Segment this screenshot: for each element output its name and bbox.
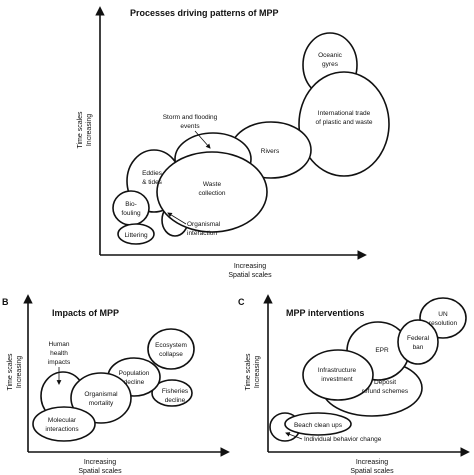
- waste-collection-ellipse: [156, 151, 268, 233]
- infrastructure-investment-label: Infrastructure investment: [318, 367, 357, 383]
- individual-behavior-label: Individual behavior change: [304, 436, 382, 443]
- population-decline-label: Population decline: [119, 370, 150, 386]
- beach-clean-ups-label: Beach clean ups: [294, 422, 343, 429]
- panel-c-y-label-2: Increasing: [254, 356, 261, 388]
- infrastructure-investment-ellipse: [302, 349, 374, 401]
- storm-pointer: [194, 130, 211, 149]
- svg-text:mortality: mortality: [89, 400, 114, 407]
- ecosystem-collapse-label: Ecosystem collapse: [155, 342, 187, 358]
- panel-b-x-label-2: Spatial scales: [78, 468, 122, 475]
- svg-text:Ecosystem: Ecosystem: [155, 342, 187, 349]
- svg-text:International trade: International trade: [318, 110, 371, 117]
- human-health-label: Human health impacts: [48, 341, 71, 366]
- molecular-interactions-label: Molecular interactions: [45, 417, 79, 433]
- svg-text:Oceanic: Oceanic: [318, 52, 343, 59]
- panel-c-letter: C: [238, 297, 245, 307]
- panel-a-y-label-1: Time scales: [77, 111, 84, 149]
- svg-text:fouling: fouling: [121, 210, 141, 217]
- panel-b-y-label-2: Increasing: [16, 356, 23, 388]
- federal-ban-ellipse: [397, 319, 439, 365]
- panel-a-x-label-1: Increasing: [234, 263, 266, 270]
- international-trade-ellipse: [298, 71, 390, 177]
- panel-c-title: MPP interventions: [286, 308, 364, 318]
- fisheries-decline-ellipse: [151, 379, 193, 407]
- littering-label: Littering: [124, 232, 148, 239]
- panel-a: Processes driving patterns of MPP Time s…: [77, 6, 390, 279]
- svg-text:Organismal: Organismal: [187, 221, 221, 228]
- svg-text:Infrastructure: Infrastructure: [318, 367, 357, 374]
- panel-b: B Impacts of MPP Time scales Increasing …: [2, 294, 230, 475]
- svg-text:decline: decline: [165, 397, 186, 404]
- molecular-interactions-ellipse: [32, 406, 96, 442]
- panel-c-x-label-1: Increasing: [356, 459, 388, 466]
- biofouling-ellipse: [112, 190, 150, 226]
- svg-text:Organismal: Organismal: [84, 391, 118, 398]
- panel-c-x-label-2: Spatial scales: [350, 468, 394, 475]
- svg-text:interactions: interactions: [45, 426, 79, 433]
- panel-b-x-label-1: Increasing: [84, 459, 116, 466]
- svg-text:gyres: gyres: [322, 61, 339, 68]
- panel-a-title: Processes driving patterns of MPP: [130, 8, 279, 18]
- waste-collection-label: Waste collection: [198, 181, 225, 197]
- svg-text:decline: decline: [124, 379, 145, 386]
- svg-text:Bio-: Bio-: [125, 201, 137, 208]
- epr-label: EPR: [375, 347, 389, 354]
- organismal-interaction-label: Organismal interaction: [187, 221, 221, 237]
- svg-text:collapse: collapse: [159, 351, 183, 358]
- svg-text:UN: UN: [438, 311, 448, 318]
- svg-text:Eddies: Eddies: [142, 170, 163, 177]
- storm-flooding-label: Storm and flooding events: [163, 114, 218, 130]
- panel-a-y-label-2: Increasing: [86, 114, 93, 146]
- ecosystem-collapse-ellipse: [147, 328, 195, 370]
- oceanic-gyres-label: Oceanic gyres: [318, 52, 343, 68]
- panel-a-x-label-2: Spatial scales: [228, 272, 272, 279]
- svg-text:events: events: [180, 123, 200, 130]
- panel-b-title: Impacts of MPP: [52, 308, 119, 318]
- svg-text:health: health: [50, 350, 68, 357]
- organismal-pointer: [167, 212, 187, 225]
- individual-behavior-pointer: [285, 432, 303, 440]
- svg-text:Storm and flooding: Storm and flooding: [163, 114, 218, 121]
- svg-text:Population: Population: [119, 370, 150, 377]
- organismal-mortality-label: Organismal mortality: [84, 391, 118, 407]
- svg-text:collection: collection: [198, 190, 225, 197]
- svg-text:Molecular: Molecular: [48, 417, 77, 424]
- panel-b-y-label-1: Time scales: [7, 353, 14, 391]
- rivers-label: Rivers: [261, 148, 280, 155]
- svg-text:Human: Human: [49, 341, 70, 348]
- international-trade-label: International trade of plastic and waste: [315, 110, 372, 126]
- fisheries-decline-label: Fisheries decline: [162, 388, 189, 404]
- svg-text:resolution: resolution: [429, 320, 458, 327]
- svg-text:Waste: Waste: [203, 181, 222, 188]
- biofouling-label: Bio- fouling: [121, 201, 141, 217]
- svg-text:refund schemes: refund schemes: [362, 388, 409, 395]
- panel-b-letter: B: [2, 297, 9, 307]
- littering-ellipse: [117, 223, 155, 245]
- federal-ban-label: Federal ban: [407, 335, 430, 351]
- svg-text:& tides: & tides: [142, 179, 163, 186]
- svg-text:impacts: impacts: [48, 359, 71, 366]
- svg-text:Fisheries: Fisheries: [162, 388, 189, 395]
- un-resolution-label: UN resolution: [429, 311, 458, 327]
- svg-text:of plastic and waste: of plastic and waste: [315, 119, 372, 126]
- organismal-mortality-ellipse: [70, 372, 132, 424]
- panel-c: C MPP interventions Time scales Increasi…: [238, 294, 470, 475]
- deposit-refund-label: Deposit refund schemes: [362, 379, 409, 395]
- svg-text:interaction: interaction: [187, 230, 217, 237]
- beach-clean-ups-ellipse: [284, 412, 352, 436]
- svg-text:investment: investment: [321, 376, 353, 383]
- eddies-tides-label: Eddies & tides: [142, 170, 163, 186]
- svg-text:ban: ban: [413, 344, 424, 351]
- svg-text:Deposit: Deposit: [374, 379, 396, 386]
- panel-c-y-label-1: Time scales: [245, 353, 252, 391]
- svg-text:Federal: Federal: [407, 335, 430, 342]
